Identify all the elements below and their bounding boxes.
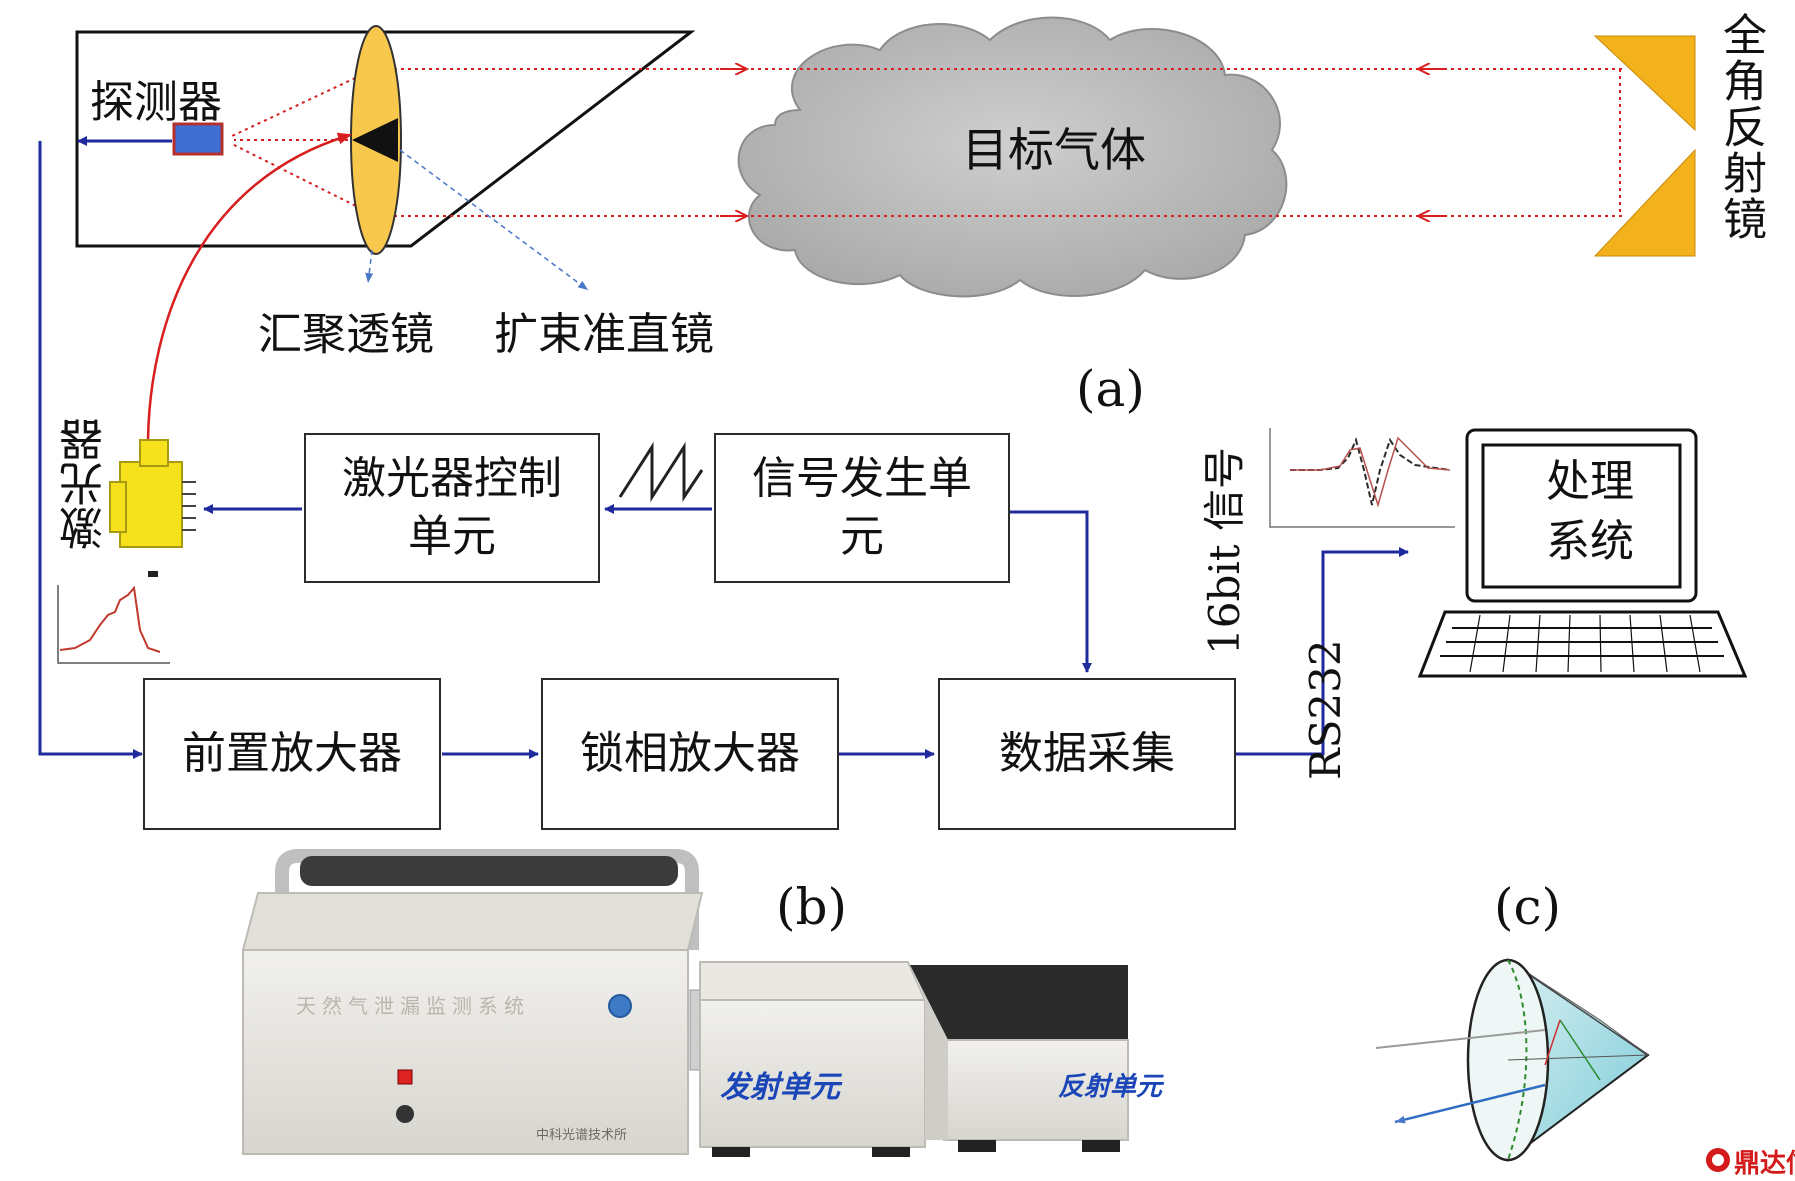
signal-lines (38, 136, 1409, 759)
device-maker-label: 中科光谱技术所 (536, 1128, 628, 1143)
signal-generator-block: 信号发生单元 (714, 433, 1010, 583)
laser-fiber (146, 132, 352, 441)
lens-pointer-lines (365, 149, 589, 291)
derivative-signal-plot (1269, 428, 1455, 528)
rs232-label: RS232 (1301, 639, 1350, 780)
panel-b-label: (b) (776, 878, 848, 936)
retroreflector-icon (1593, 35, 1696, 257)
transmitter-unit-photo (699, 961, 927, 1157)
panel-c-label: (c) (1494, 878, 1562, 936)
preamplifier-label: 前置放大器 (182, 728, 402, 779)
converging-lens (350, 25, 402, 255)
lockin-amplifier-block: 锁相放大器 (541, 678, 839, 830)
signal-16bit-label: 16bit 信号 (1200, 447, 1249, 655)
data-acquisition-block: 数据采集 (938, 678, 1236, 830)
watermark-logo (1706, 1148, 1730, 1172)
reflector-unit-photo (910, 965, 1129, 1152)
data-acquisition-label: 数据采集 (999, 728, 1175, 779)
panel-a-label: (a) (1076, 360, 1145, 418)
laser-label: 激光器 (60, 418, 111, 550)
laser-control-block: 激光器控制单元 (304, 433, 600, 583)
device-title-label: 天然气泄漏监测系统 (296, 994, 530, 1018)
detector-icon (172, 122, 224, 156)
collimator-label: 扩束准直镜 (494, 309, 714, 360)
retroreflector-label: 全角反射镜 (1715, 12, 1766, 242)
laser-control-label: 激光器控制单元 (342, 453, 562, 562)
signal-generator-label: 信号发生单元 (752, 453, 972, 562)
laser-spectrum-plot (57, 585, 170, 664)
converging-lens-label: 汇聚透镜 (258, 309, 434, 360)
transmitter-unit-label: 发射单元 (720, 1070, 840, 1105)
computer-icon (1417, 428, 1748, 678)
target-gas-label: 目标气体 (962, 123, 1146, 177)
detector-label: 探测器 (90, 77, 222, 128)
preamplifier-block: 前置放大器 (143, 678, 441, 830)
lockin-amplifier-label: 锁相放大器 (580, 728, 800, 779)
target-gas-cloud (737, 16, 1288, 298)
analyzer-case-photo (241, 849, 711, 1155)
corner-cube-prism (1375, 958, 1650, 1162)
processing-system-label: 处理系统 (1546, 456, 1634, 567)
sawtooth-waveform (618, 441, 704, 503)
watermark-text: 鼎达信 (1734, 1149, 1795, 1179)
laser-device-icon (109, 439, 196, 577)
reflector-unit-label: 反射单元 (1058, 1072, 1163, 1102)
beam-direction-arrows (720, 69, 1445, 216)
optical-head-housing (75, 30, 696, 248)
